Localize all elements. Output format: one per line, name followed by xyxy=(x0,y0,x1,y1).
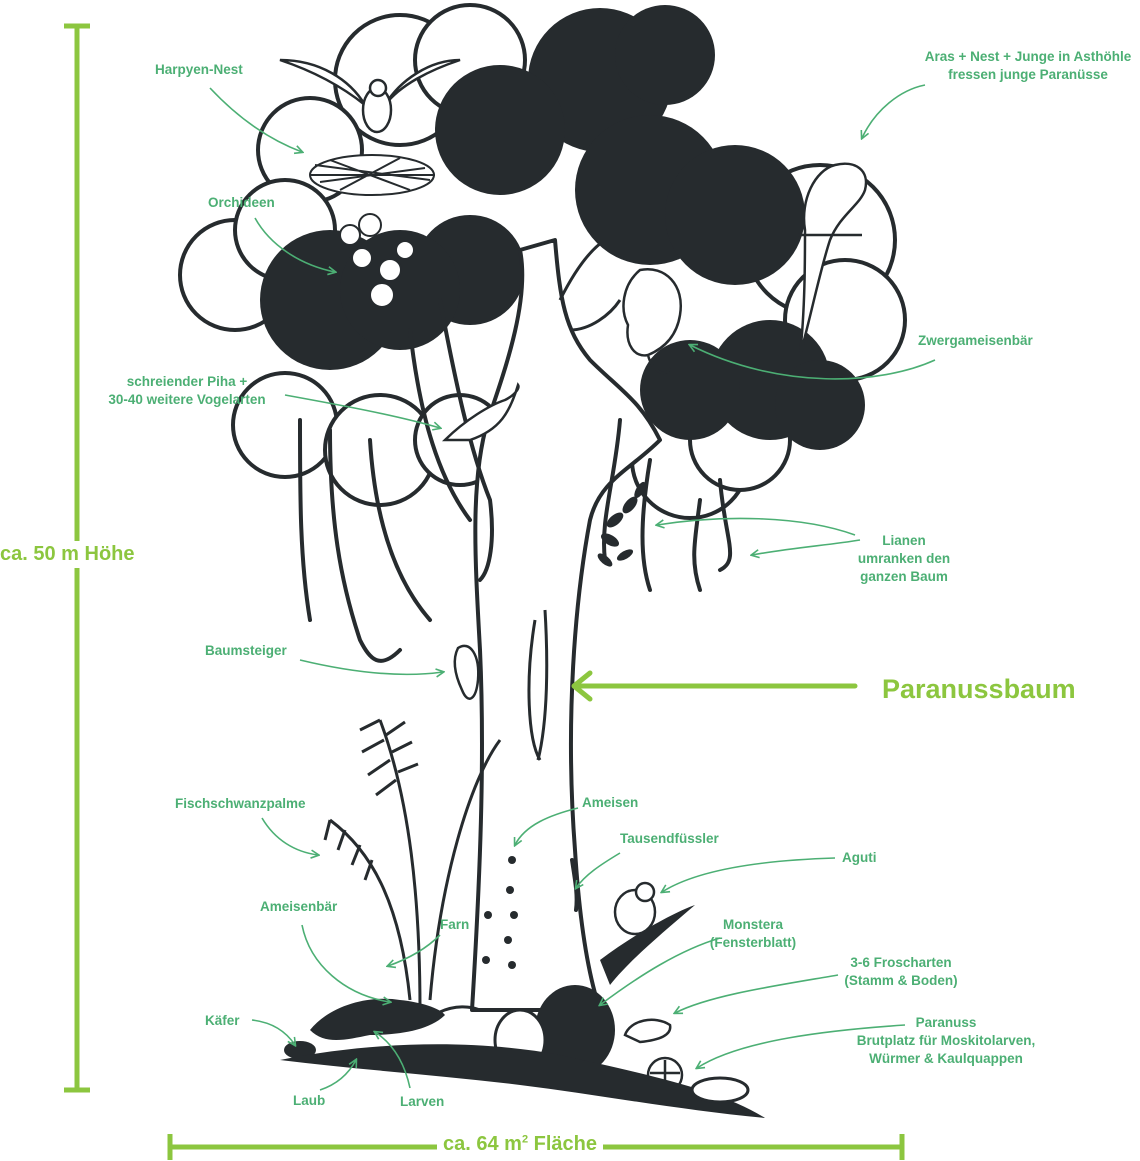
label-froscharten-line1: 3-6 Froscharten xyxy=(850,955,952,970)
arrow-ameisenbaer xyxy=(301,924,390,1002)
arrow-lianen-b xyxy=(752,539,861,555)
arrow-aguti xyxy=(662,857,836,892)
label-froscharten: 3-6 Froscharten (Stamm & Boden) xyxy=(835,954,967,990)
label-lianen-line3: ganzen Baum xyxy=(860,569,948,584)
label-monstera: Monstera (Fensterblatt) xyxy=(698,916,808,952)
label-paranuss-line1: Paranuss xyxy=(915,1015,977,1030)
hanging-branches xyxy=(298,298,733,663)
label-lianen-line2: umranken den xyxy=(857,551,951,566)
arrow-ameisen xyxy=(515,807,579,845)
label-paranuss-line2: Brutplatz für Moskitolarven, xyxy=(856,1033,1036,1048)
area-label: ca. 64 m2 Fläche xyxy=(437,1133,603,1156)
harpy-nest xyxy=(309,154,435,196)
label-tausendfuessler: Tausendfüssler xyxy=(620,831,719,846)
pygmy-anteater xyxy=(622,267,683,375)
label-aguti: Aguti xyxy=(842,850,877,865)
label-aras-line2: fressen junge Paranüsse xyxy=(948,67,1108,82)
label-paranuss: Paranuss Brutplatz für Moskitolarven, Wü… xyxy=(842,1014,1050,1068)
piha-bird xyxy=(441,382,520,442)
arrow-kaefer xyxy=(251,1019,295,1045)
area-superscript: 2 xyxy=(521,1133,529,1146)
arrow-piha xyxy=(284,394,440,428)
label-piha: schreiender Piha + 30-40 weitere Vogelar… xyxy=(92,373,282,409)
label-lianen-line1: Lianen xyxy=(882,533,926,548)
arrow-farn xyxy=(388,934,441,966)
arrow-baumsteiger xyxy=(299,659,443,674)
title-label: Paranussbaum xyxy=(882,674,1076,704)
trunk-details xyxy=(527,238,622,761)
arrow-harpyie xyxy=(209,87,302,152)
label-fischschwanzpalme: Fischschwanzpalme xyxy=(175,796,306,811)
harpy-eagle xyxy=(279,58,461,134)
ants xyxy=(482,856,518,969)
arrow-lianen-a xyxy=(657,517,856,536)
label-piha-line2: 30-40 weitere Vogelarten xyxy=(108,392,266,407)
arrow-laub xyxy=(319,1060,356,1091)
label-froscharten-line2: (Stamm & Boden) xyxy=(844,973,958,988)
arrow-aras xyxy=(862,84,926,138)
height-label: ca. 50 m Höhe xyxy=(0,541,135,568)
callout-arrows xyxy=(209,84,936,1091)
macaw xyxy=(798,162,868,356)
tree-trunk xyxy=(470,238,662,1012)
arrow-froscharten xyxy=(675,974,839,1013)
arrow-tausendfuessler xyxy=(576,852,621,888)
frog xyxy=(623,1018,672,1044)
label-orchideen: Orchideen xyxy=(208,195,275,210)
woodcreeper-bird xyxy=(453,644,480,700)
label-piha-line1: schreiender Piha + xyxy=(126,374,248,389)
arrow-fischschwanzpalme xyxy=(261,817,318,855)
label-laub: Laub xyxy=(293,1093,326,1108)
label-farn: Farn xyxy=(440,917,470,932)
label-ameisenbaer: Ameisenbär xyxy=(260,899,338,914)
fishtail-palm xyxy=(323,718,502,1011)
ground xyxy=(280,1044,765,1118)
label-ameisen: Ameisen xyxy=(582,795,639,810)
label-baumsteiger: Baumsteiger xyxy=(205,643,287,658)
label-zwergameisenbaer: Zwergameisenbär xyxy=(918,333,1033,348)
title-arrow xyxy=(571,670,858,702)
arrow-monstera xyxy=(600,937,721,1005)
agouti xyxy=(613,881,657,936)
arrow-orchideen xyxy=(254,217,335,272)
arrow-zwergameisenbaer xyxy=(690,345,936,380)
label-aras-line1: Aras + Nest + Junge in Asthöhle xyxy=(924,49,1132,64)
orchids xyxy=(339,213,415,308)
label-larven: Larven xyxy=(400,1094,445,1109)
label-kaefer: Käfer xyxy=(205,1013,240,1028)
arrow-paranuss xyxy=(697,1024,906,1068)
label-harpyie: Harpyen-Nest xyxy=(155,62,243,77)
label-monstera-line1: Monstera xyxy=(722,917,783,932)
giant-anteater xyxy=(310,998,481,1040)
label-monstera-line2: (Fensterblatt) xyxy=(709,935,797,950)
arrow-larven xyxy=(375,1032,411,1089)
area-unit: Fläche xyxy=(533,1133,597,1155)
label-aras: Aras + Nest + Junge in Asthöhle fressen … xyxy=(918,48,1138,84)
area-value: ca. 64 m xyxy=(443,1133,522,1155)
label-lianen: Lianen umranken den ganzen Baum xyxy=(848,532,960,586)
label-paranuss-line3: Würmer & Kaulquappen xyxy=(869,1051,1023,1066)
liana-leaves xyxy=(597,481,646,567)
